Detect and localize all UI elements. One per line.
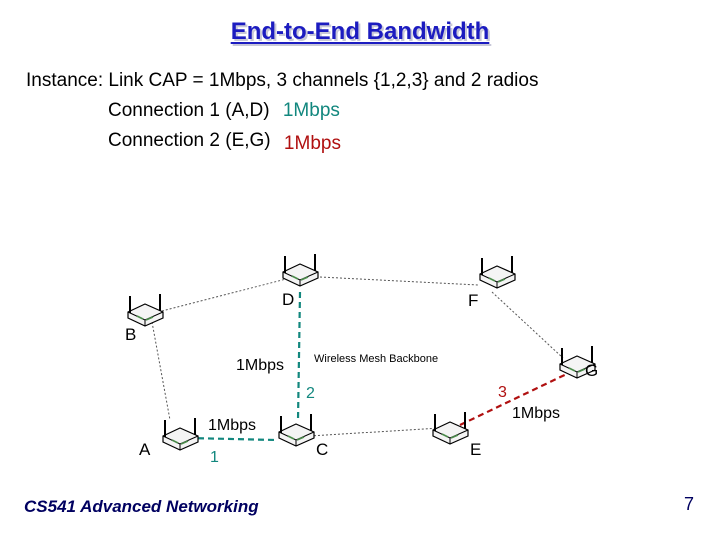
link-b-a [151, 321, 171, 421]
link-b-d [157, 277, 291, 313]
connection-1-value: 1Mbps [282, 100, 340, 121]
connection-1-path [187, 291, 302, 442]
instance-line: Instance: Link CAP = 1Mbps, 3 channels {… [26, 70, 539, 91]
node-label-a: A [139, 440, 151, 459]
e-g-channel-label: 3 [498, 384, 507, 401]
a-c-rate-label: 1Mbps [208, 417, 256, 434]
node-label-g: G [585, 361, 598, 380]
slide-title: End-to-End Bandwidth [230, 18, 490, 45]
router-a-icon [162, 417, 199, 451]
course-footer: CS541 Advanced Networking [24, 497, 259, 516]
backbone-label: Wireless Mesh Backbone [314, 353, 438, 365]
router-e-icon [432, 411, 469, 445]
connection-2-label: Connection 2 (E,G) [108, 130, 271, 151]
backbone-links [151, 276, 564, 437]
c-d-rate-label: 1Mbps [236, 357, 284, 374]
router-d-icon [282, 253, 319, 287]
link-e-g [459, 369, 576, 426]
link-c-d [296, 291, 302, 421]
node-label-d: D [282, 290, 294, 309]
link-c-e [309, 427, 441, 437]
link-d-f [319, 276, 479, 286]
page-number: 7 [683, 494, 694, 514]
link-f-g [491, 291, 564, 359]
node-label-e: E [470, 440, 481, 459]
router-c-icon [278, 413, 315, 447]
router-b-icon [127, 293, 164, 327]
link-a-c [187, 436, 277, 442]
a-c-channel-label: 1 [210, 449, 219, 466]
node-label-f: F [468, 291, 478, 310]
connection-2-row: Connection 2 (E,G) 1Mbps [108, 130, 341, 154]
e-g-rate-label: 1Mbps [512, 405, 560, 422]
connection-1-row: Connection 1 (A,D) 1Mbps [108, 100, 340, 122]
router-f-icon [479, 255, 516, 289]
node-label-b: B [125, 325, 136, 344]
c-d-channel-label: 2 [306, 385, 315, 402]
connection-1-label: Connection 1 (A,D) [108, 100, 270, 121]
connection-2-value: 1Mbps [283, 133, 341, 154]
node-label-c: C [316, 440, 328, 459]
